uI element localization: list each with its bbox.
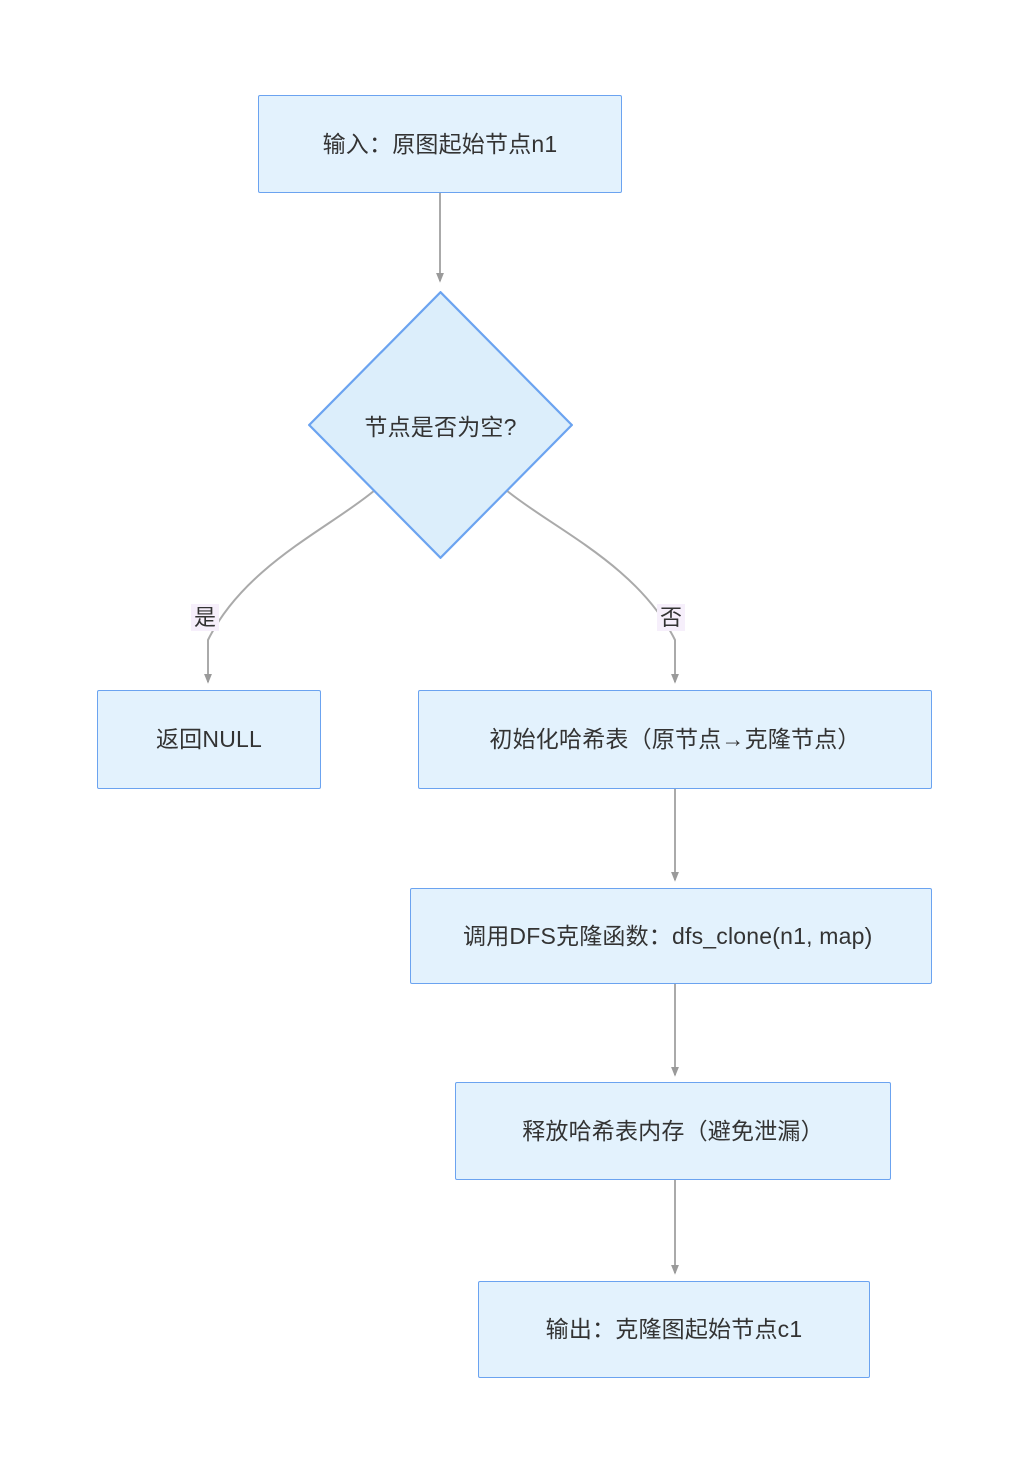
edge-label-yes: 是 <box>191 604 220 632</box>
node-free-map-label: 释放哈希表内存（避免泄漏） <box>522 1117 824 1144</box>
node-return-null[interactable]: 返回NULL <box>97 690 321 789</box>
edge-label-yes-text: 是 <box>194 605 217 630</box>
node-return-null-label: 返回NULL <box>155 726 262 753</box>
node-output[interactable]: 输出：克隆图起始节点c1 <box>478 1281 870 1378</box>
edge-label-no-text: 否 <box>660 605 683 630</box>
node-input[interactable]: 输入：原图起始节点n1 <box>258 95 622 193</box>
node-free-map[interactable]: 释放哈希表内存（避免泄漏） <box>455 1082 891 1180</box>
node-dfs-call-label: 调用DFS克隆函数：dfs_clone(n1, map) <box>463 922 873 949</box>
node-init-map-label: 初始化哈希表（原节点→克隆节点） <box>489 726 861 753</box>
edge-label-no: 否 <box>657 604 686 632</box>
node-output-label: 输出：克隆图起始节点c1 <box>545 1316 803 1343</box>
node-init-map[interactable]: 初始化哈希表（原节点→克隆节点） <box>418 690 932 789</box>
node-input-label: 输入：原图起始节点n1 <box>322 130 558 157</box>
node-decision-label: 节点是否为空? <box>364 414 517 440</box>
node-dfs-call[interactable]: 调用DFS克隆函数：dfs_clone(n1, map) <box>410 888 932 984</box>
node-decision[interactable]: 节点是否为空? <box>308 291 573 559</box>
